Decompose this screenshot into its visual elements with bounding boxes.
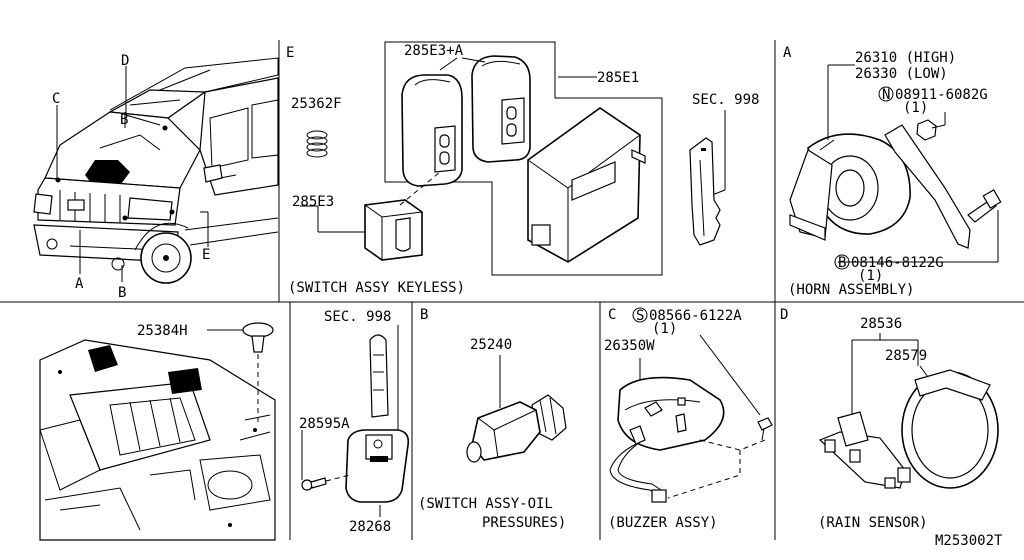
buzzer-drawing xyxy=(609,376,773,503)
oil-pressure-panel: B 25240 (SWITCH ASSY-OIL PRESSURES) xyxy=(418,307,567,531)
buzzer-panel: C S 08566-6122A (1) 26350W (BUZZER ASSY) xyxy=(604,307,773,531)
sec998-label-top: SEC. 998 xyxy=(692,92,759,108)
bolt-prefix-b: B xyxy=(838,255,846,271)
spring-part xyxy=(306,130,328,158)
oil-switch-drawing xyxy=(466,394,567,463)
caption-horn-assembly: (HORN ASSEMBLY) xyxy=(788,282,914,298)
key-case-part xyxy=(364,199,423,261)
part-285e1: 285E1 xyxy=(597,70,639,86)
key-fob-rear xyxy=(471,55,531,163)
qty-08911: (1) xyxy=(903,100,928,116)
caption-oil-switch-line1: (SWITCH ASSY-OIL xyxy=(418,496,553,512)
qty-08566: (1) xyxy=(652,321,677,337)
section-letter-b: B xyxy=(420,307,428,323)
drawing-code: M253002T xyxy=(935,533,1003,549)
callout-b-lower: B xyxy=(118,285,126,301)
horn-assembly-panel: A 26310 (HIGH) 26330 (LOW) N 08911-6082 xyxy=(783,45,1002,298)
bolt-prefix-s-circle xyxy=(632,307,648,323)
part-28595a: 28595A xyxy=(299,416,350,432)
vehicle-location-view: D C B E A B xyxy=(33,53,279,301)
rain-sensor-drawing xyxy=(818,369,999,489)
part-08566-6122a: 08566-6122A xyxy=(649,308,742,324)
part-28268: 28268 xyxy=(349,519,391,535)
part-26330-low: 26330 (LOW) xyxy=(855,66,948,82)
callout-d: D xyxy=(121,53,129,69)
rain-sensor-panel: D 28536 28579 (RAIN SENSOR) M253002T xyxy=(780,307,1003,549)
caption-oil-switch-line2: PRESSURES) xyxy=(482,515,566,531)
caption-switch-assy-keyless: (SWITCH ASSY KEYLESS) xyxy=(288,280,465,296)
caption-rain-sensor: (RAIN SENSOR) xyxy=(818,515,928,531)
part-28536: 28536 xyxy=(860,316,902,332)
bolt-prefix-n: N xyxy=(882,87,890,103)
part-26310-high: 26310 (HIGH) xyxy=(855,50,956,66)
panel-dividers xyxy=(0,40,1024,540)
bolt-prefix-n-circle xyxy=(878,86,894,102)
caption-buzzer-assy: (BUZZER ASSY) xyxy=(608,515,718,531)
part-26350w: 26350W xyxy=(604,338,655,354)
callout-a: A xyxy=(75,276,84,292)
screw-part xyxy=(301,477,327,491)
callout-c: C xyxy=(52,91,60,107)
engine-bay-panel: 25384H xyxy=(39,322,276,541)
key-blade-part xyxy=(689,137,721,246)
part-285e3: 285E3 xyxy=(292,194,334,210)
part-25362f: 25362F xyxy=(291,96,342,112)
section-letter-c: C xyxy=(608,307,616,323)
key-drawing xyxy=(345,334,410,503)
section-letter-a: A xyxy=(783,45,792,61)
sec998-top: SEC. 998 xyxy=(689,92,759,246)
section-letter-e: E xyxy=(286,45,294,61)
part-25384h: 25384H xyxy=(137,323,188,339)
part-28579: 28579 xyxy=(885,348,927,364)
bolt-prefix-b-circle xyxy=(834,254,850,270)
sec998-label-bottom: SEC. 998 xyxy=(324,309,391,325)
part-25240: 25240 xyxy=(470,337,512,353)
vehicle-drawing xyxy=(33,57,279,284)
part-08911-6082g: 08911-6082G xyxy=(895,87,988,103)
key-fob-front xyxy=(401,74,463,187)
keyless-control-unit xyxy=(527,107,646,263)
clip-part xyxy=(242,322,274,353)
qty-08146: (1) xyxy=(858,268,883,284)
horn-drawing xyxy=(789,119,1002,249)
part-285e3a: 285E3+A xyxy=(404,43,464,59)
part-08146-8122g: 08146-8122G xyxy=(851,255,944,271)
callout-b-upper: B xyxy=(120,112,128,128)
section-letter-d: D xyxy=(780,307,788,323)
key-panel: SEC. 998 28595A 28268 xyxy=(299,309,410,535)
bolt-prefix-s: S xyxy=(636,308,644,324)
engine-bay-drawing xyxy=(39,339,276,541)
keyless-switch-panel: E xyxy=(286,41,663,296)
callout-e: E xyxy=(202,247,210,263)
